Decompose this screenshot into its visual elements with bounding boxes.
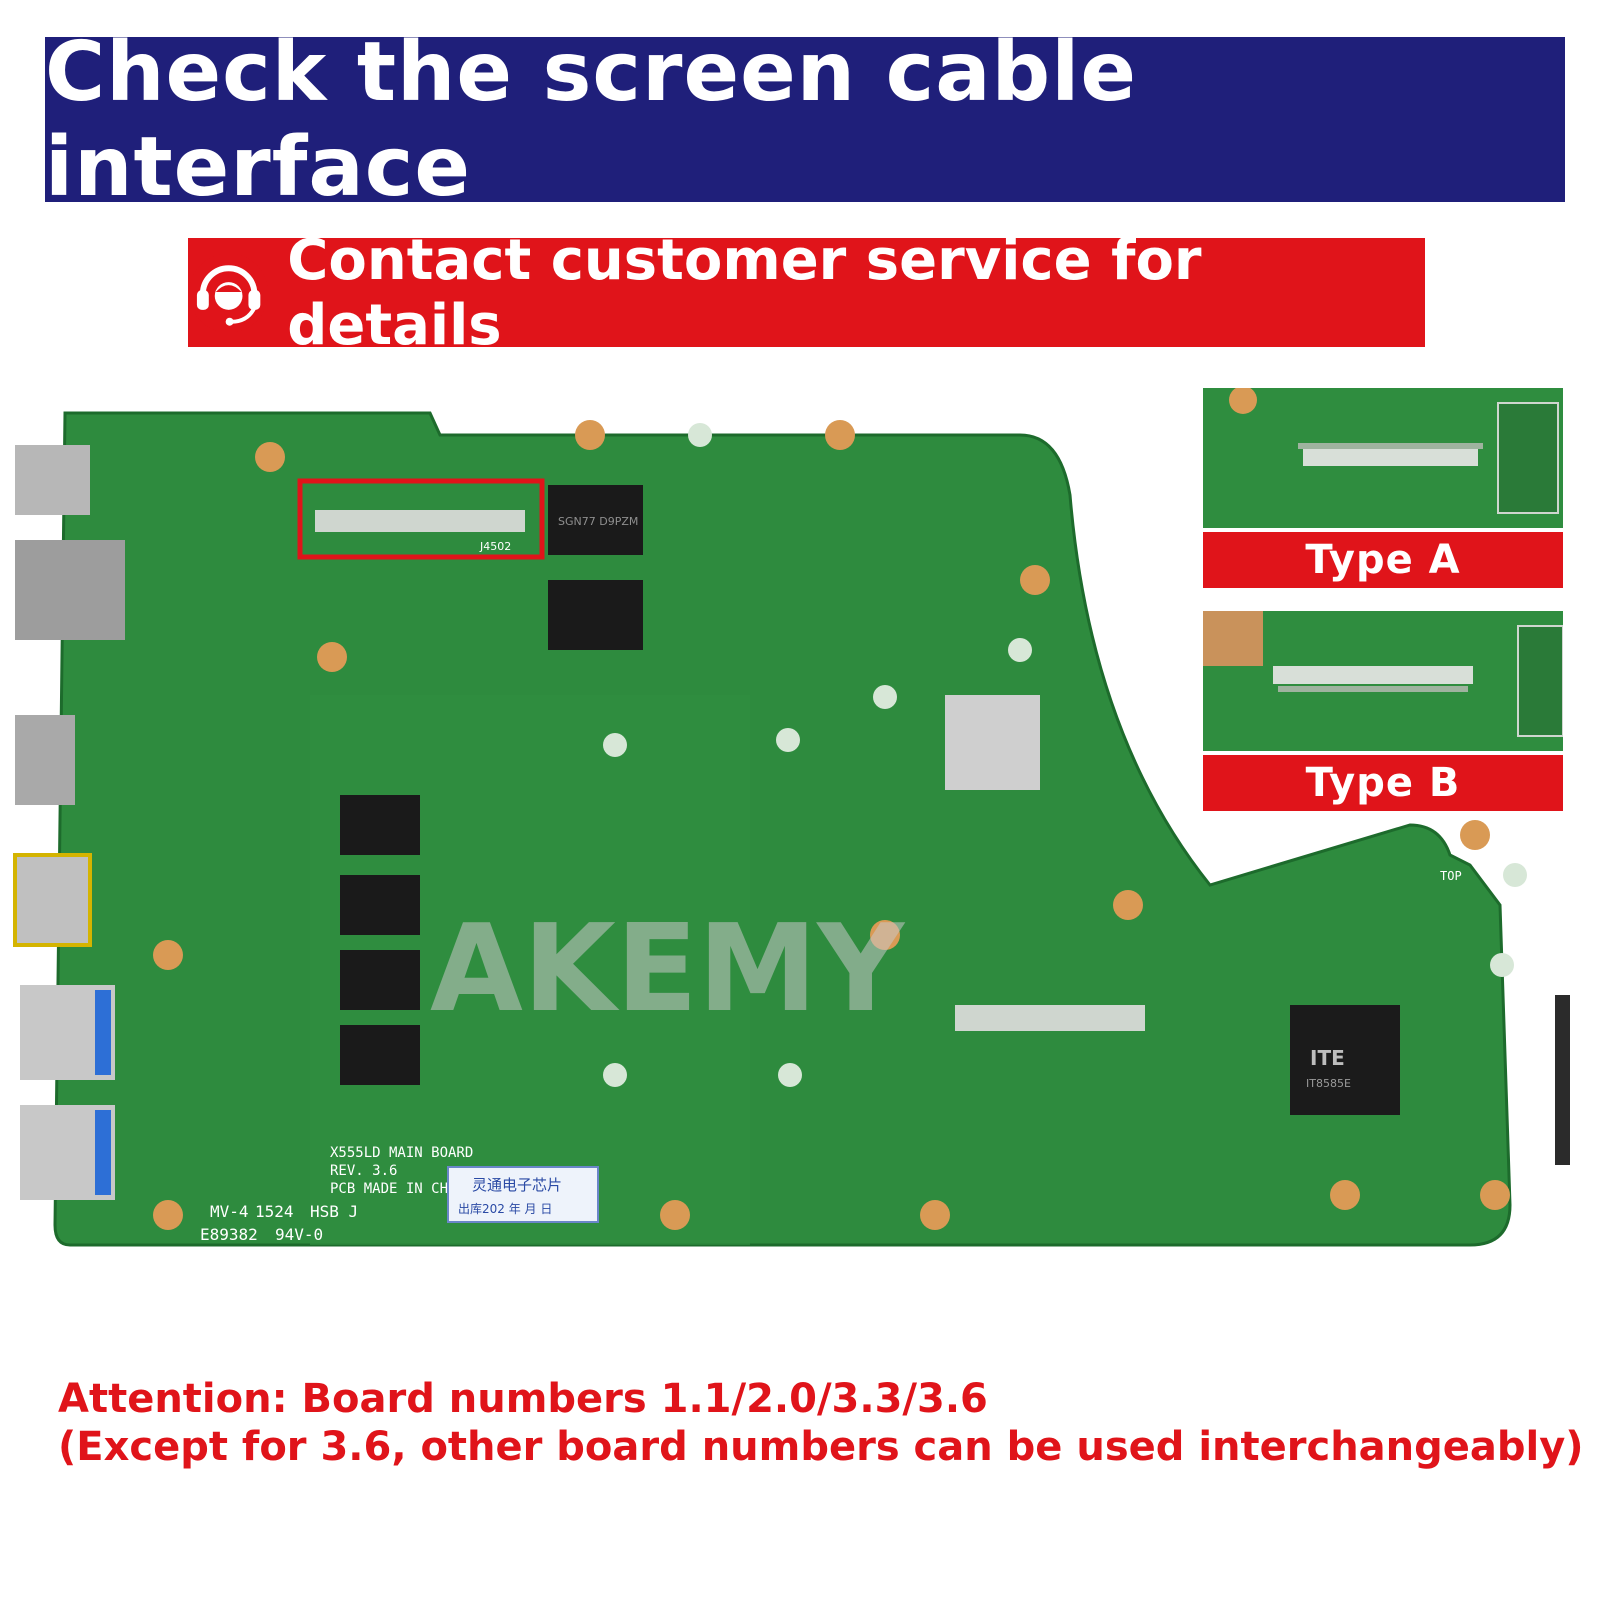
type-b-label: Type B xyxy=(1203,755,1563,811)
hdmi-port xyxy=(13,853,92,947)
board-mv: MV-4 xyxy=(210,1202,249,1221)
keyboard-connector xyxy=(955,1005,1145,1031)
connector-ref: J4502 xyxy=(479,540,511,553)
watermark: AKEMY xyxy=(430,900,906,1039)
board-rev: REV. 3.6 xyxy=(330,1163,397,1179)
ram-label: SGN77 D9PZM xyxy=(558,515,638,528)
board-model: X555LD MAIN BOARD xyxy=(330,1145,473,1161)
type-a-label: Type A xyxy=(1203,532,1563,588)
sticker xyxy=(447,1166,599,1223)
ec-chip-model: IT8585E xyxy=(1306,1077,1351,1090)
headset-icon xyxy=(188,252,269,333)
memory-chip xyxy=(548,485,643,555)
board-made: PCB MADE IN CHI xyxy=(330,1181,456,1197)
contact-banner: Contact customer service for details xyxy=(188,228,1425,358)
attention-line-2: (Except for 3.6, other board numbers can… xyxy=(58,1424,1584,1470)
memory-chip xyxy=(548,580,643,650)
type-b-panel: Type B xyxy=(1203,611,1564,811)
silver-holes xyxy=(603,423,1527,1087)
motherboard-photo: J4502 SGN77 D9PZM ITE IT8585E xyxy=(10,405,1585,1285)
type-a-photo xyxy=(1203,386,1563,528)
page-title: Check the screen cable interface xyxy=(45,24,1137,215)
board-hsb: HSB J xyxy=(310,1202,358,1221)
board-top: TOP xyxy=(1440,869,1462,883)
silver-pad xyxy=(945,695,1040,790)
type-b-photo xyxy=(1203,611,1564,751)
type-a-panel: Type A xyxy=(1203,386,1563,588)
board-code: E89382 xyxy=(200,1225,258,1244)
memory-chip xyxy=(340,950,420,1010)
ethernet-port xyxy=(15,540,125,640)
vga-port xyxy=(15,715,75,805)
attention-line-1: Attention: Board numbers 1.1/2.0/3.3/3.6 xyxy=(58,1376,988,1422)
sticker-line2: 出库202 年 月 日 xyxy=(458,1201,552,1216)
motherboard: J4502 SGN77 D9PZM ITE IT8585E xyxy=(13,411,1585,1247)
attention-note: Attention: Board numbers 1.1/2.0/3.3/3.6… xyxy=(58,1375,1584,1471)
contact-label: Contact customer service for details xyxy=(287,227,1202,358)
ec-chip xyxy=(1290,1005,1400,1115)
sticker-line1: 灵通电子芯片 xyxy=(472,1176,562,1194)
mounting-holes xyxy=(153,420,1510,1230)
ec-chip-vendor: ITE xyxy=(1310,1046,1345,1070)
memory-chip xyxy=(340,1025,420,1085)
memory-chip xyxy=(340,875,420,935)
screen-connector-highlight xyxy=(297,478,545,560)
board-date: 1524 xyxy=(255,1202,294,1221)
title-banner: Check the screen cable interface xyxy=(45,25,1565,215)
memory-chip xyxy=(340,795,420,855)
board-rating: 94V-0 xyxy=(275,1225,323,1244)
battery-connector xyxy=(1555,995,1585,1165)
screen-connector xyxy=(315,510,525,532)
usbc-port xyxy=(15,445,90,515)
